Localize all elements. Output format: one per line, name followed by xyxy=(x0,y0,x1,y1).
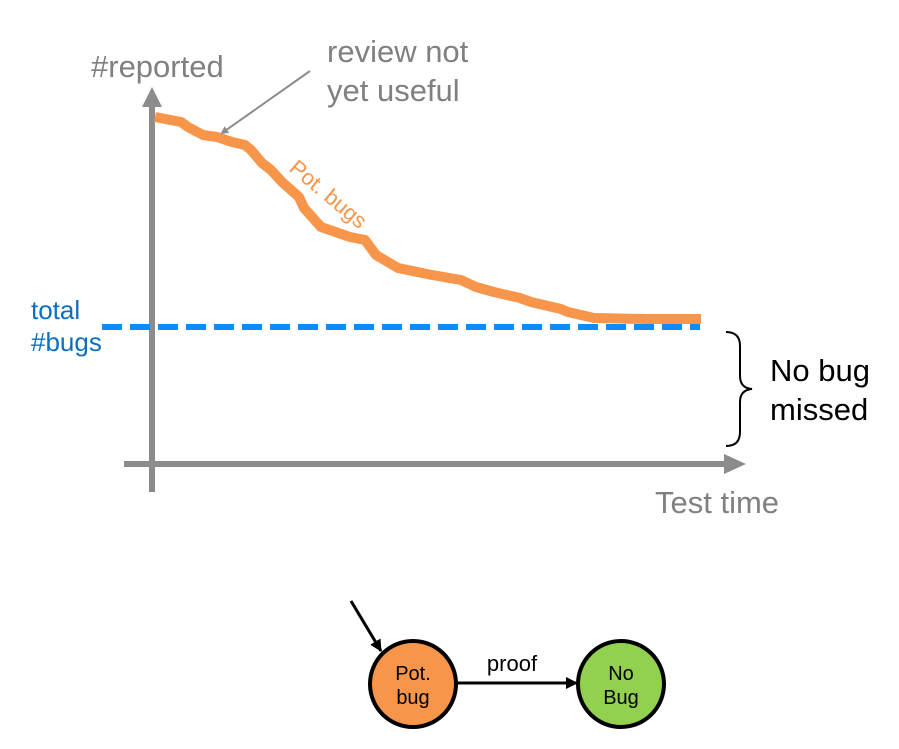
x-axis-arrowhead xyxy=(724,454,746,474)
brace-label-line2: missed xyxy=(770,392,868,427)
state-pot-bug-label-line2: bug xyxy=(396,687,429,709)
annotation-line1: review not xyxy=(327,34,469,69)
brace-label-line1: No bug xyxy=(770,353,870,388)
brace xyxy=(725,331,753,447)
state-no-bug-label-line1: No xyxy=(608,663,634,685)
state-no-bug xyxy=(576,639,666,729)
initial-arrow xyxy=(349,600,383,652)
state-no-bug-label-line2: Bug xyxy=(603,687,639,709)
state-pot-bug xyxy=(368,639,458,729)
state-pot-bug-label-line1: Pot. xyxy=(395,663,431,685)
annotation-arrow xyxy=(220,70,311,135)
y-axis-label: #reported xyxy=(91,49,224,84)
total-bugs-label-line2: #bugs xyxy=(31,327,102,357)
total-bugs-label-line1: total xyxy=(31,295,80,325)
proof-transition-label: proof xyxy=(487,651,538,676)
pot-bugs-curve xyxy=(154,112,701,324)
y-axis-arrowhead xyxy=(142,87,162,107)
x-axis-label: Test time xyxy=(655,485,779,520)
annotation-line2: yet useful xyxy=(327,73,460,108)
